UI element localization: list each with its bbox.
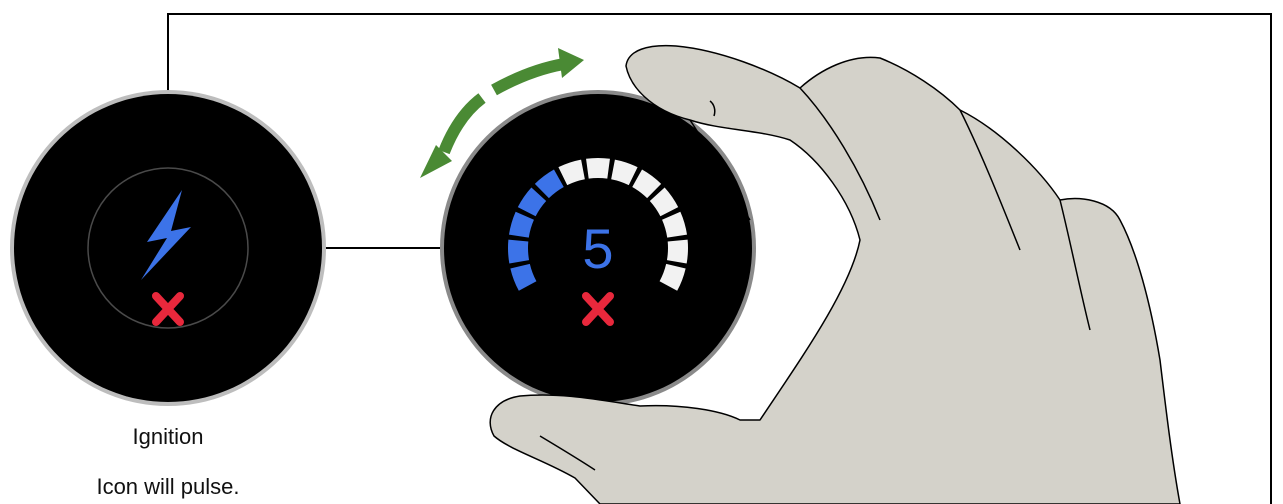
ignition-label: Ignition	[0, 424, 336, 450]
ignition-note: Icon will pulse.	[0, 474, 336, 500]
arrow-head-right	[558, 48, 584, 78]
level-segment-active	[508, 240, 529, 264]
level-segment-inactive	[586, 158, 610, 179]
level-segment-inactive	[667, 240, 688, 264]
level-knob[interactable]: 5	[440, 90, 756, 406]
level-value: 5	[582, 217, 613, 280]
ignition-knob[interactable]	[10, 90, 326, 406]
